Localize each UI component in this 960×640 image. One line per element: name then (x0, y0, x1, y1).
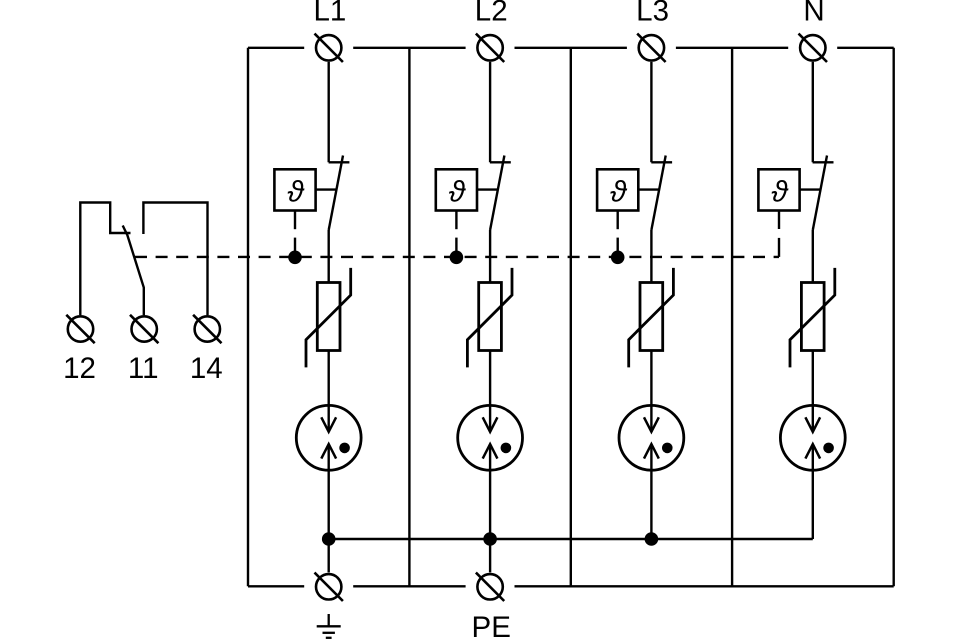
svg-text:ϑ: ϑ (449, 175, 467, 208)
svg-text:11: 11 (128, 352, 159, 385)
svg-text:PE: PE (472, 611, 511, 640)
svg-text:L3: L3 (636, 0, 669, 28)
svg-text:L2: L2 (475, 0, 508, 28)
svg-text:ϑ: ϑ (771, 175, 789, 208)
svg-text:ϑ: ϑ (287, 175, 305, 208)
svg-text:L1: L1 (313, 0, 346, 28)
svg-text:N: N (803, 0, 824, 28)
svg-text:12: 12 (63, 352, 96, 385)
svg-text:14: 14 (190, 352, 223, 385)
svg-text:ϑ: ϑ (610, 175, 628, 208)
